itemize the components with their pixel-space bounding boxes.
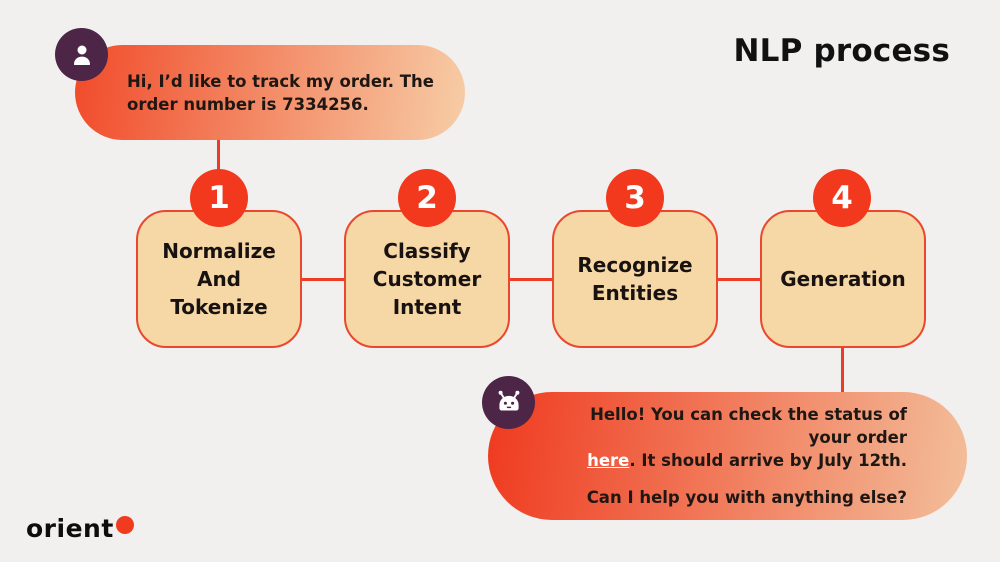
bot-message-line2: here. It should arrive by July 12th. [587, 449, 907, 472]
robot-icon [493, 387, 525, 419]
step-badge-4: 4 [813, 169, 871, 227]
step-box-normalize-tokenize: Normalize And Tokenize [136, 210, 302, 348]
user-chat-bubble: Hi, I’d like to track my order. The orde… [75, 45, 465, 140]
bot-message-question: Can I help you with anything else? [586, 488, 907, 507]
user-message-text: Hi, I’d like to track my order. The orde… [127, 71, 434, 114]
step-box-classify-intent: Classify Customer Intent [344, 210, 510, 348]
bot-message-line2-rest: . It should arrive by July 12th. [629, 451, 907, 470]
connector-step2-step3 [510, 278, 552, 281]
step-badge-1: 1 [190, 169, 248, 227]
logo-text: orient [26, 514, 114, 543]
connector-user-to-step1 [217, 139, 220, 172]
person-icon [67, 40, 97, 70]
order-status-link[interactable]: here [587, 451, 630, 470]
user-avatar [55, 28, 108, 81]
bot-message-line1: Hello! You can check the status of your … [590, 405, 907, 447]
step-box-generation: Generation [760, 210, 926, 348]
logo-dot-icon [115, 516, 134, 534]
bot-avatar [482, 376, 535, 429]
step-badge-3: 3 [606, 169, 664, 227]
bot-chat-bubble: Hello! You can check the status of your … [488, 392, 967, 520]
step-box-recognize-entities: Recognize Entities [552, 210, 718, 348]
bot-message-text: Hello! You can check the status of your … [488, 392, 967, 520]
brand-logo: orient [26, 515, 134, 542]
connector-step3-step4 [718, 278, 760, 281]
connector-step4-to-bot [841, 347, 844, 393]
connector-step1-step2 [302, 278, 345, 281]
step-badge-2: 2 [398, 169, 456, 227]
page-title: NLP process [733, 33, 950, 69]
